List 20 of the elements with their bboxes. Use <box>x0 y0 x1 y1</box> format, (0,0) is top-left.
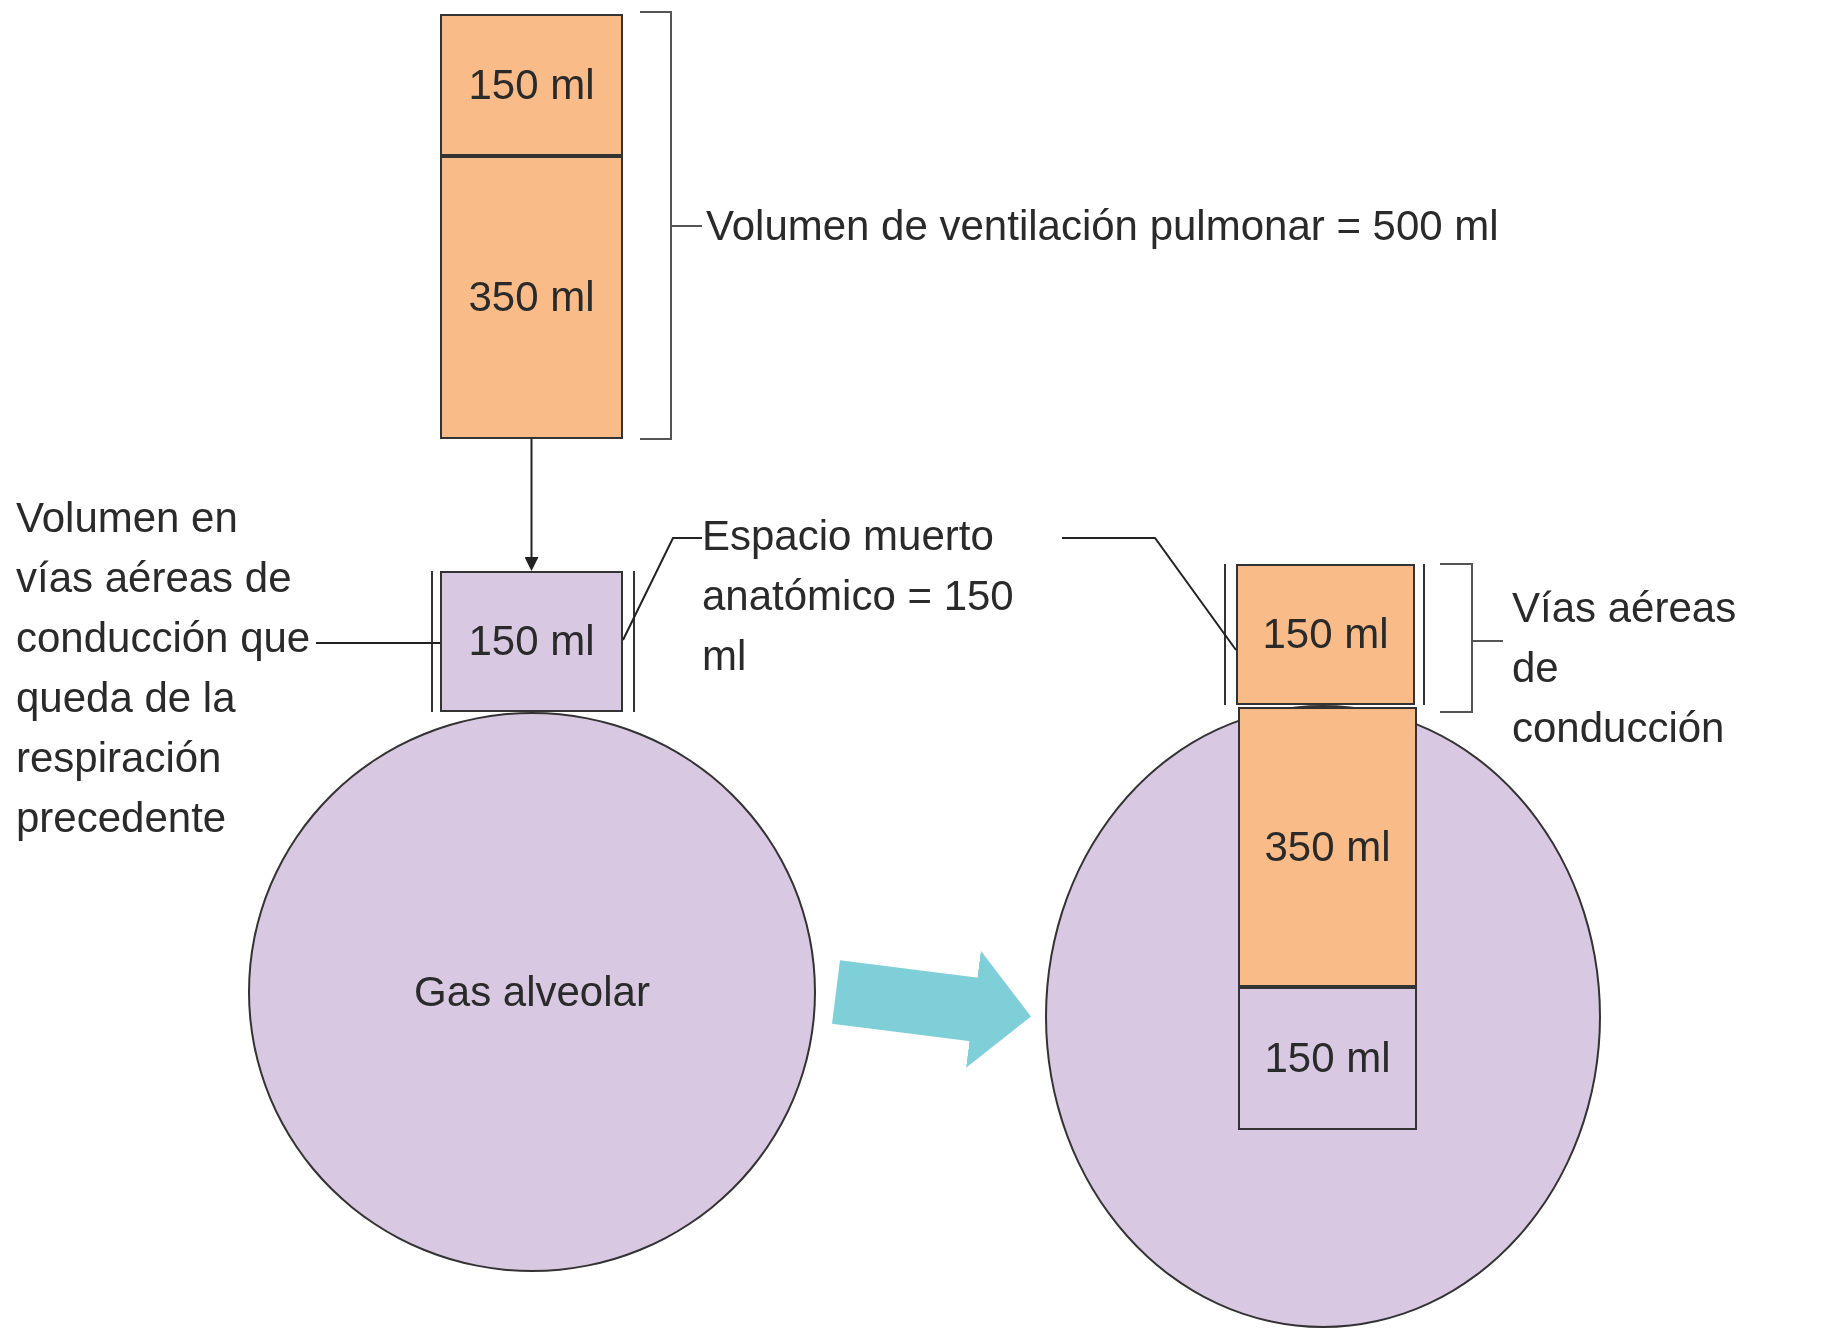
volume-box <box>440 156 623 439</box>
volume-label: 350 ml <box>1264 822 1391 872</box>
volume-label: 150 ml <box>468 60 595 110</box>
leader-line <box>1061 537 1237 651</box>
volume-label: 150 ml <box>1262 610 1389 659</box>
volume-box <box>1238 987 1417 1130</box>
bracket-label: Vías aéreas de conducción <box>1512 583 1738 753</box>
leader-line <box>315 642 441 644</box>
bracket-label: Volumen de ventilación pulmonar = 500 ml <box>706 201 1500 251</box>
arrow <box>832 950 1031 1068</box>
annotation-text: Volumen en vías aéreas de conducción que queda de la respiración precedente <box>16 493 312 843</box>
annotation-text: Espacio muerto anatómico = 150 ml <box>702 511 1015 681</box>
volume-box <box>440 14 623 156</box>
volume-label: Gas alveolar <box>414 967 650 1017</box>
volume-box <box>1238 707 1417 987</box>
volume-label: 150 ml <box>1264 1034 1391 1083</box>
arrow <box>524 438 539 571</box>
leader-line <box>622 537 703 641</box>
volume-label: 150 ml <box>468 617 595 666</box>
volume-label: 350 ml <box>468 273 595 322</box>
